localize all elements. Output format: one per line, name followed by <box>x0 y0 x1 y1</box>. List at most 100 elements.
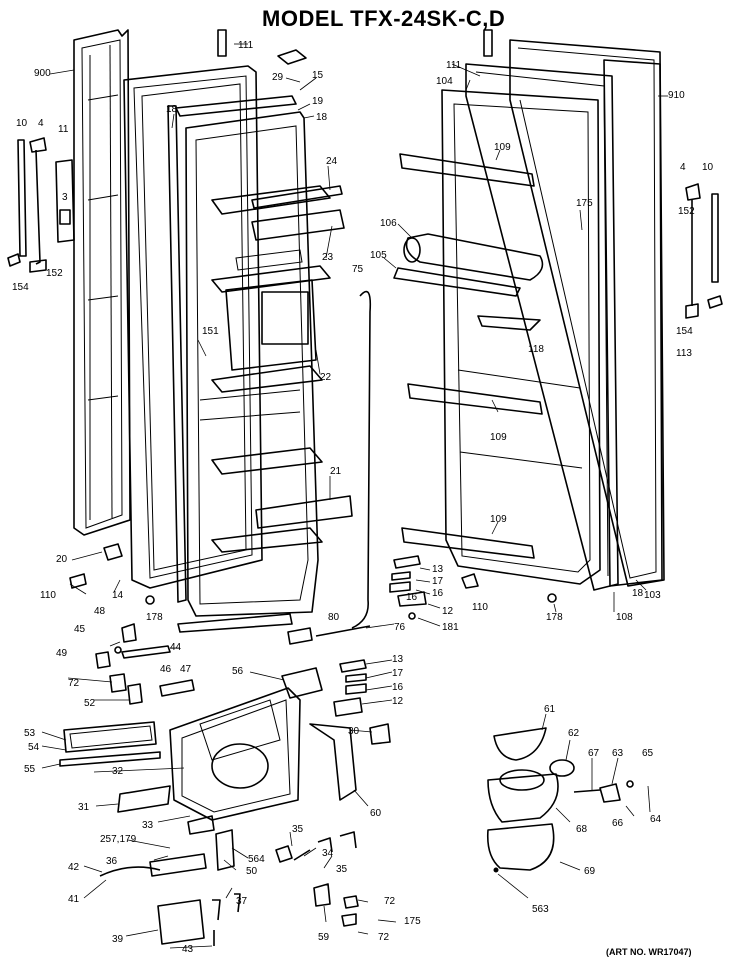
part-label: 68 <box>576 824 588 835</box>
part-label: 59 <box>318 932 330 943</box>
part-label: 181 <box>442 622 459 633</box>
part-181 <box>408 612 416 620</box>
part-label: 564 <box>248 854 265 865</box>
part-label: 12 <box>392 696 404 707</box>
part-label: 47 <box>180 664 192 675</box>
part-label: 4 <box>680 162 686 173</box>
left-hinge-parts <box>7 137 75 273</box>
part-label: 46 <box>160 664 172 675</box>
part-label: 16 <box>432 588 444 599</box>
part-label: 10 <box>16 118 28 129</box>
part-label: 65 <box>642 748 654 759</box>
page-title: MODEL TFX-24SK-C,D <box>262 6 506 31</box>
part-label: 152 <box>46 268 63 279</box>
part-label: 43 <box>182 944 194 955</box>
part-111-left <box>217 29 227 57</box>
part-label: 34 <box>322 848 334 859</box>
bottom-parts <box>99 815 359 946</box>
part-label: 75 <box>352 264 364 275</box>
part-label: 109 <box>490 432 507 443</box>
part-label: 60 <box>370 808 382 819</box>
part-label: 35 <box>336 864 348 875</box>
part-label: 17 <box>432 576 444 587</box>
part-label: 48 <box>94 606 106 617</box>
part-label: 45 <box>74 624 86 635</box>
part-label: 16 <box>406 592 418 603</box>
part-label: 175 <box>576 198 593 209</box>
part-label: 10 <box>702 162 714 173</box>
part-label: 563 <box>532 904 549 915</box>
part-label: 110 <box>472 602 488 613</box>
part-label: 151 <box>202 326 219 337</box>
part-label: 33 <box>142 820 154 831</box>
part-76 <box>315 625 371 637</box>
part-label: 17 <box>392 668 404 679</box>
freezer-door-strip <box>167 105 187 603</box>
part-label: 23 <box>322 252 334 263</box>
part-label: 76 <box>394 622 406 633</box>
part-label: 30 <box>348 726 360 737</box>
part-label: 105 <box>370 250 387 261</box>
part-label: 50 <box>246 866 258 877</box>
part-label: 154 <box>676 326 693 337</box>
part-178-right <box>547 593 557 603</box>
part-label: 108 <box>616 612 633 623</box>
freezer-top-trim <box>175 95 297 117</box>
part-label: 4 <box>38 118 44 129</box>
part-label: 111 <box>238 40 254 51</box>
part-label: 62 <box>568 728 580 739</box>
part-label: 56 <box>232 666 244 677</box>
part-label: 111 <box>446 60 462 71</box>
freezer-door-liner <box>185 111 353 617</box>
part-label: 69 <box>584 866 596 877</box>
part-16-right <box>389 581 411 593</box>
part-label: 18 <box>632 588 644 599</box>
part-label: 39 <box>112 934 124 945</box>
part-label: 910 <box>668 90 685 101</box>
part-label: 20 <box>56 554 68 565</box>
part-label: 106 <box>380 218 397 229</box>
part-20 <box>103 543 123 561</box>
part-label: 72 <box>378 932 390 943</box>
part-12-right <box>397 591 427 607</box>
part-label: 109 <box>494 142 511 153</box>
part-label: 67 <box>588 748 600 759</box>
part-label: 103 <box>644 590 661 601</box>
dispenser-mechanism-56 <box>281 667 323 699</box>
part-label: 53 <box>24 728 36 739</box>
leader-lines <box>41 43 668 949</box>
part-label: 24 <box>326 156 338 167</box>
part-label: 178 <box>546 612 563 623</box>
part-label: 13 <box>392 654 404 665</box>
part-label: 900 <box>34 68 51 79</box>
part-label: 175 <box>404 916 421 927</box>
dispenser-panel-53-54-55 <box>59 721 161 767</box>
part-label: 64 <box>650 814 662 825</box>
dispenser-small-parts <box>95 623 195 705</box>
part-label: 113 <box>676 348 692 359</box>
freezer-door-outer-panel <box>73 29 131 536</box>
part-label: 66 <box>612 818 624 829</box>
part-label: 11 <box>58 124 69 135</box>
part-label: 49 <box>56 648 68 659</box>
art-number: (ART NO. WR17047) <box>606 947 692 957</box>
part-label: 41 <box>68 894 80 905</box>
fresh-food-door-liner <box>393 89 601 585</box>
part-17-right <box>391 571 411 581</box>
part-label: 36 <box>106 856 118 867</box>
part-label: 31 <box>78 802 90 813</box>
part-label: 63 <box>612 748 624 759</box>
part-label: 3 <box>62 192 68 203</box>
part-label: 14 <box>112 590 124 601</box>
part-label: 72 <box>68 678 80 689</box>
part-178-left <box>145 595 155 605</box>
part-label: 19 <box>312 96 324 107</box>
part-label: 13 <box>432 564 444 575</box>
fresh-food-door-gasket <box>465 63 619 591</box>
part-label: 104 <box>436 76 453 87</box>
auger-assembly-parts <box>486 727 634 873</box>
part-label: 178 <box>146 612 163 623</box>
dispenser-housing <box>117 687 301 821</box>
part-29 <box>277 49 307 65</box>
part-label: 257,179 <box>100 834 137 845</box>
